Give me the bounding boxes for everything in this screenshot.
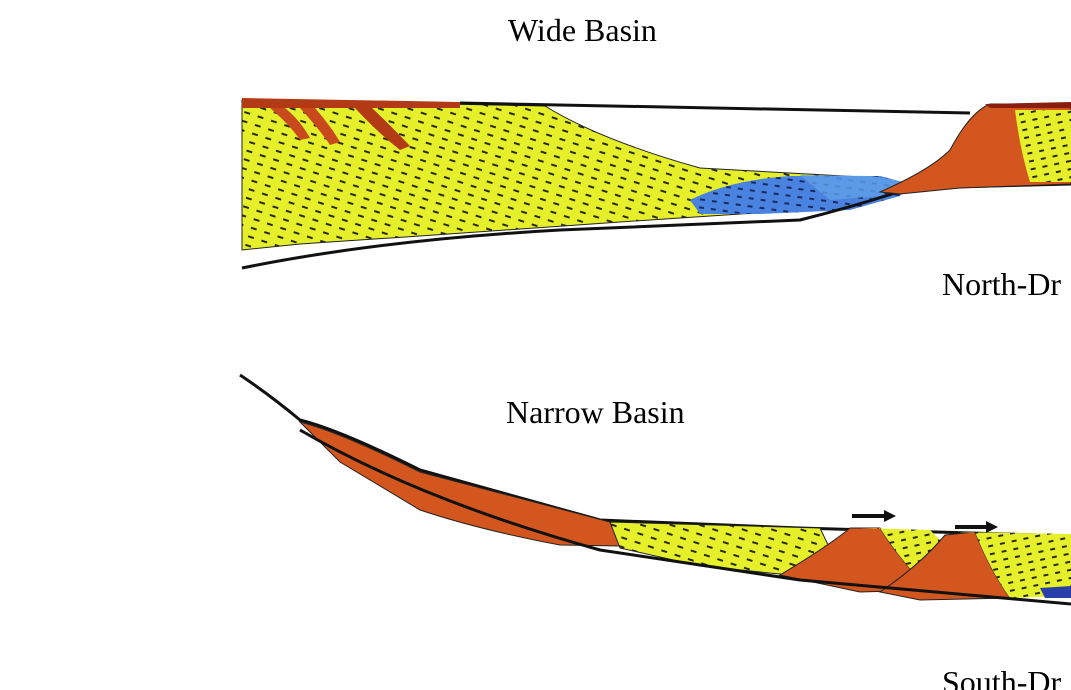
- south-label: South-Dr: [942, 666, 1061, 690]
- narrow-basin-label: Narrow Basin: [506, 396, 685, 428]
- wide-basin-label: Wide Basin: [508, 14, 657, 46]
- north-label: North-Dr: [942, 268, 1061, 300]
- narrow-basin-slope-deposit: [300, 422, 620, 546]
- thrust-arrow-2: [955, 521, 998, 533]
- thrust-arrow-1: [852, 510, 896, 522]
